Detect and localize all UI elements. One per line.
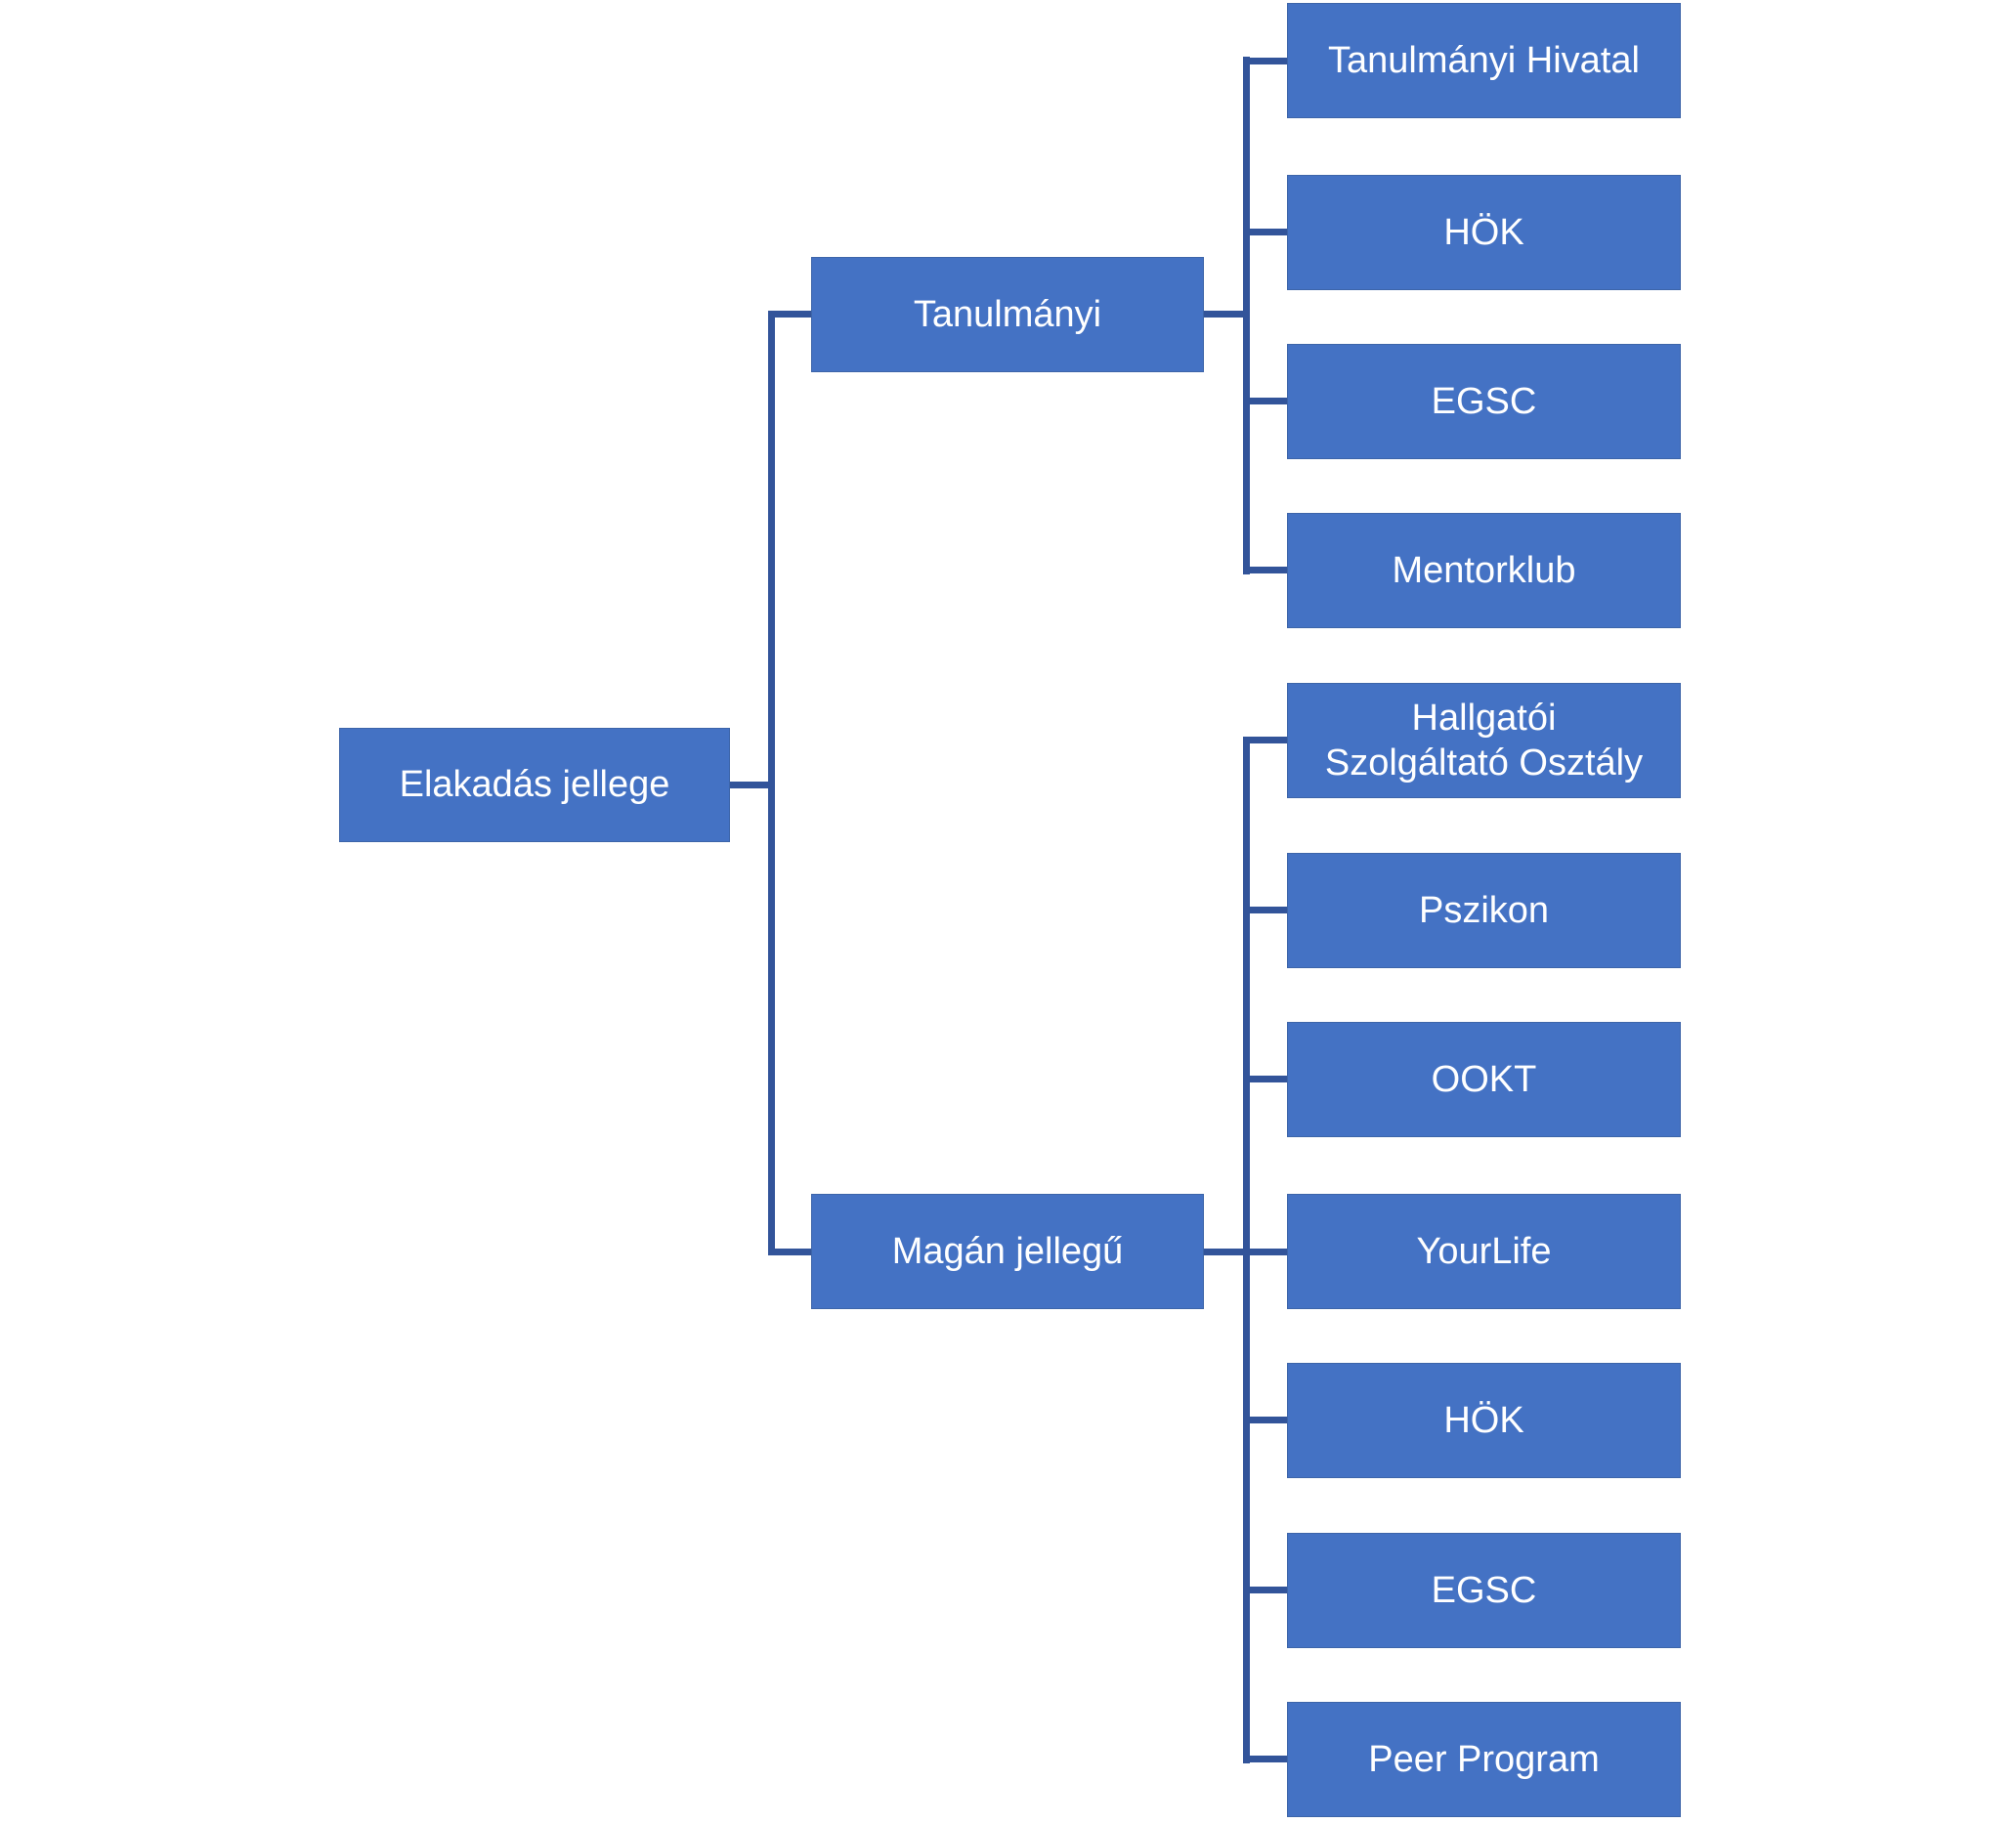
node-magan-jellegu: Magán jellegű xyxy=(811,1194,1204,1309)
node-hok-2: HÖK xyxy=(1287,1363,1681,1478)
node-egsc-2: EGSC xyxy=(1287,1533,1681,1648)
connector-root-stub xyxy=(730,782,772,788)
connector-to-peer-program xyxy=(1243,1756,1287,1762)
connector-to-tanulmanyi-hivatal xyxy=(1243,58,1287,64)
connector-to-ookt xyxy=(1243,1076,1287,1082)
connector-to-hok-1 xyxy=(1243,229,1287,235)
connector-to-tanulmanyi xyxy=(768,311,811,318)
node-ookt: OOKT xyxy=(1287,1022,1681,1137)
node-tanulmanyi: Tanulmányi xyxy=(811,257,1204,372)
connector-tanulmanyi-out xyxy=(1204,311,1247,318)
node-egsc-1: EGSC xyxy=(1287,344,1681,459)
node-hok-1: HÖK xyxy=(1287,175,1681,290)
connector-to-hok-2 xyxy=(1243,1417,1287,1423)
connector-to-egsc-2 xyxy=(1243,1587,1287,1593)
connector-to-pszikon xyxy=(1243,907,1287,913)
node-mentorklub: Mentorklub xyxy=(1287,513,1681,628)
node-tanulmanyi-hivatal: Tanulmányi Hivatal xyxy=(1287,3,1681,118)
node-hallgatoi-szolgaltato-osztaly: Hallgatói Szolgáltató Osztály xyxy=(1287,683,1681,798)
connector-to-magan-jellegu xyxy=(768,1249,811,1255)
connector-to-egsc-1 xyxy=(1243,398,1287,404)
node-peer-program: Peer Program xyxy=(1287,1702,1681,1817)
connector-to-hallgatoi-szolgaltato-osztaly xyxy=(1243,737,1287,743)
connector-to-mentorklub xyxy=(1243,567,1287,573)
node-yourlife: YourLife xyxy=(1287,1194,1681,1309)
connector-magan-jellegu-out xyxy=(1204,1249,1247,1255)
node-elakadas-jellege: Elakadás jellege xyxy=(339,728,730,842)
connector-trunk-tanulmanyi-children xyxy=(1243,57,1250,574)
node-pszikon: Pszikon xyxy=(1287,853,1681,968)
connector-trunk-level1 xyxy=(768,311,775,1255)
connector-to-yourlife xyxy=(1243,1249,1287,1255)
